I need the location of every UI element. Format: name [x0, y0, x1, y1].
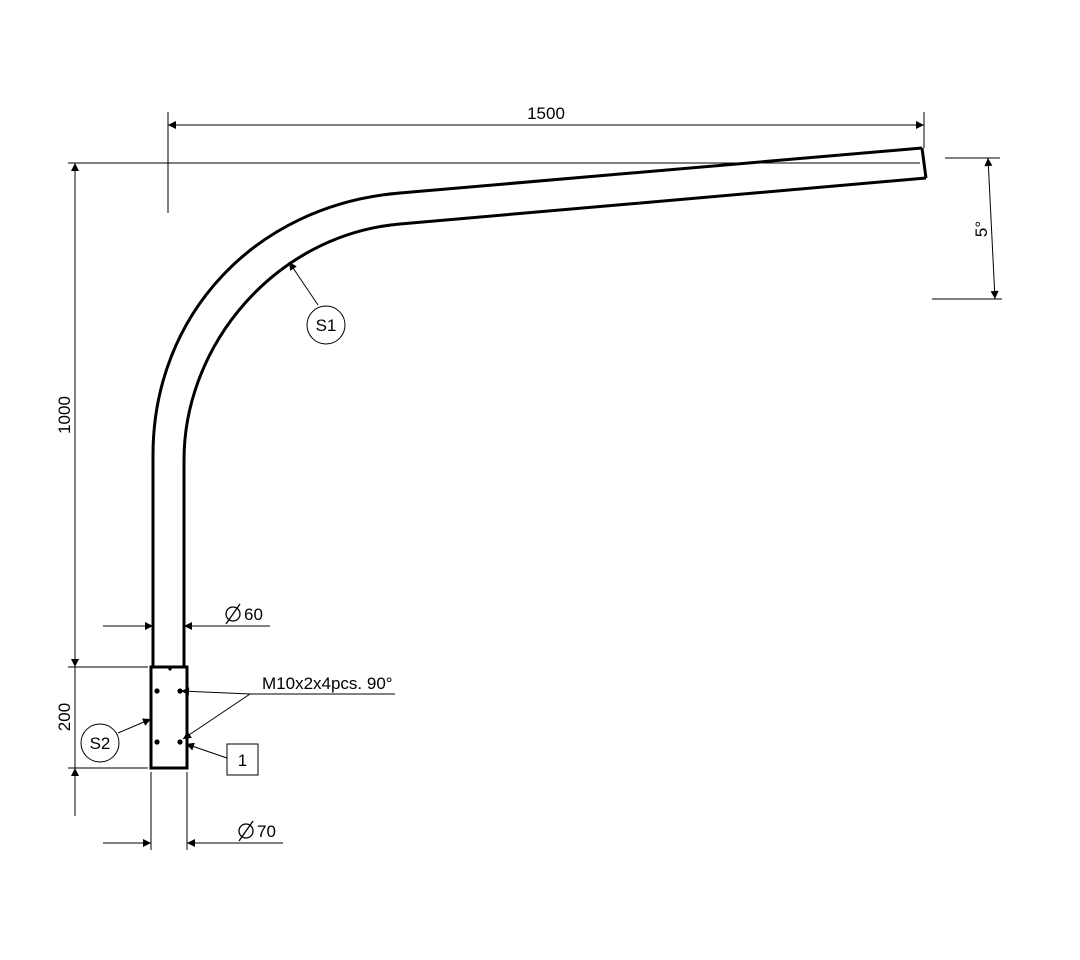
weld-callout-s2: S2: [80, 718, 152, 763]
leader-line: [117, 718, 152, 734]
tube-outer-edge: [151, 146, 923, 667]
sleeve-outline: [149, 665, 189, 770]
bolt-hole-top: [168, 667, 172, 671]
dimension-tube-diameter: 60: [103, 603, 270, 630]
part-callout: 1: [185, 742, 259, 776]
bolt-hole: [154, 739, 160, 745]
leader-line: [288, 261, 319, 306]
diameter-symbol-icon: [225, 606, 241, 622]
bolt-spec-label: M10x2x4pcs. 90°: [262, 674, 393, 693]
diameter-symbol-icon: [238, 823, 254, 839]
bolt-hole: [177, 739, 183, 745]
leader-line: [185, 742, 228, 759]
dimension-label-tube-diameter: 60: [244, 605, 263, 624]
dimension-angle: 5°: [932, 157, 1002, 300]
tube-inner-edge: [182, 176, 927, 667]
dimension-label-width: 1500: [527, 104, 565, 123]
callout-label-s1: S1: [316, 316, 337, 335]
callout-label-s2: S2: [90, 734, 111, 753]
callout-circle: [306, 305, 346, 345]
leader-line-lower: [182, 693, 251, 740]
callout-circle: [80, 723, 120, 763]
dimension-height: 1000: [55, 163, 79, 667]
bolt-hole: [154, 688, 160, 694]
diameter-symbol-slash: [238, 820, 254, 842]
tube-end-cap: [920, 147, 928, 179]
dimension-label-height: 1000: [55, 396, 74, 434]
diameter-symbol-slash: [225, 603, 241, 625]
dimension-label-sleeve-height: 200: [55, 703, 74, 731]
leader-line-upper: [180, 687, 251, 696]
bolt-callout: M10x2x4pcs. 90°: [180, 674, 395, 740]
part-number-label: 1: [238, 751, 247, 770]
base-sleeve: [149, 665, 189, 770]
part-number-box: [226, 743, 259, 776]
dimension-label-sleeve-diameter: 70: [257, 822, 276, 841]
dimension-sleeve-height: 200: [55, 666, 148, 816]
dimension-sleeve-diameter: 70: [103, 772, 283, 850]
bent-tube: [151, 146, 928, 667]
weld-callout-s1: S1: [288, 261, 346, 345]
dimension-label-angle: 5°: [972, 221, 991, 237]
dimension-line: [984, 157, 999, 300]
